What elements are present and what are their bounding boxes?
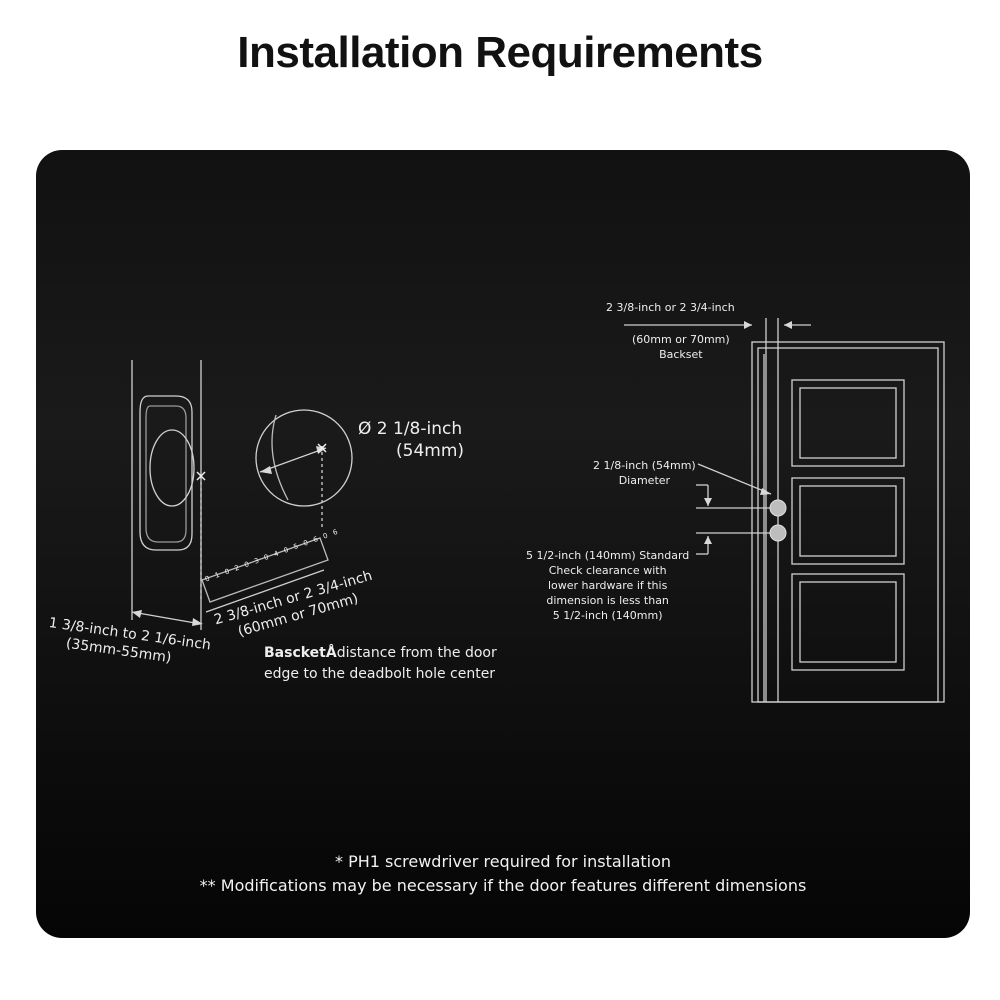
right-backset-top-label: 2 3/8-inch or 2 3/4-inch bbox=[606, 301, 735, 314]
door-illustration bbox=[624, 318, 945, 703]
right-backset-label: (60mm or 70mm) Backset bbox=[632, 333, 730, 361]
hole-spacing-label: 5 1/2-inch (140mm) Standard Check cleara… bbox=[526, 549, 690, 622]
hole-diameter-label: 2 1/8-inch (54mm) Diameter bbox=[593, 459, 696, 487]
page-title: Installation Requirements bbox=[237, 28, 763, 77]
bore-hole-illustration bbox=[255, 409, 353, 530]
diameter-label: Ø 2 1/8-inch (54mm) bbox=[358, 419, 465, 461]
diagram-panel: 01020304050606 Ø 2 1/8-inch (54mm) 2 3/8… bbox=[36, 150, 970, 938]
footnote-screwdriver: * PH1 screwdriver required for installat… bbox=[334, 852, 672, 871]
footnote-modifications: ** Modifications may be necessary if the… bbox=[199, 876, 807, 895]
center-marks bbox=[196, 443, 327, 481]
ruler-illustration bbox=[201, 537, 329, 613]
backset-definition-note: BascketÅdistance from the door edge to t… bbox=[264, 645, 497, 682]
door-holes bbox=[769, 499, 787, 542]
thickness-dimension-arrow bbox=[131, 611, 202, 625]
diagram-graphics bbox=[131, 318, 945, 703]
door-edge-illustration bbox=[131, 360, 202, 630]
